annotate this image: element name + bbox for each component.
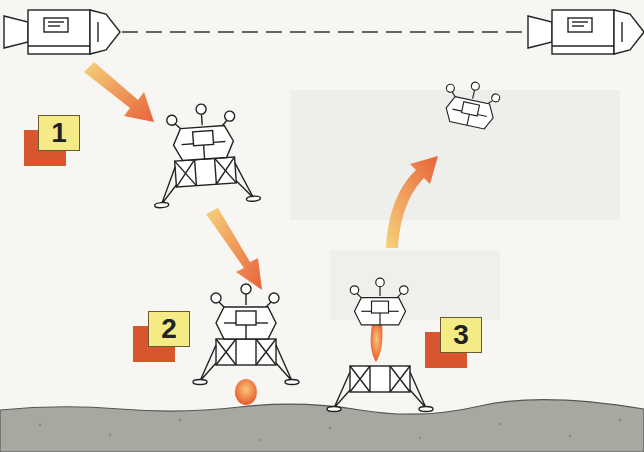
callout-box: 2 (148, 311, 190, 347)
callout-number: 2 (161, 315, 177, 343)
callout-number: 3 (453, 321, 469, 349)
callout-box: 1 (38, 115, 80, 151)
callout-box: 3 (440, 317, 482, 353)
callout-number: 1 (51, 119, 67, 147)
